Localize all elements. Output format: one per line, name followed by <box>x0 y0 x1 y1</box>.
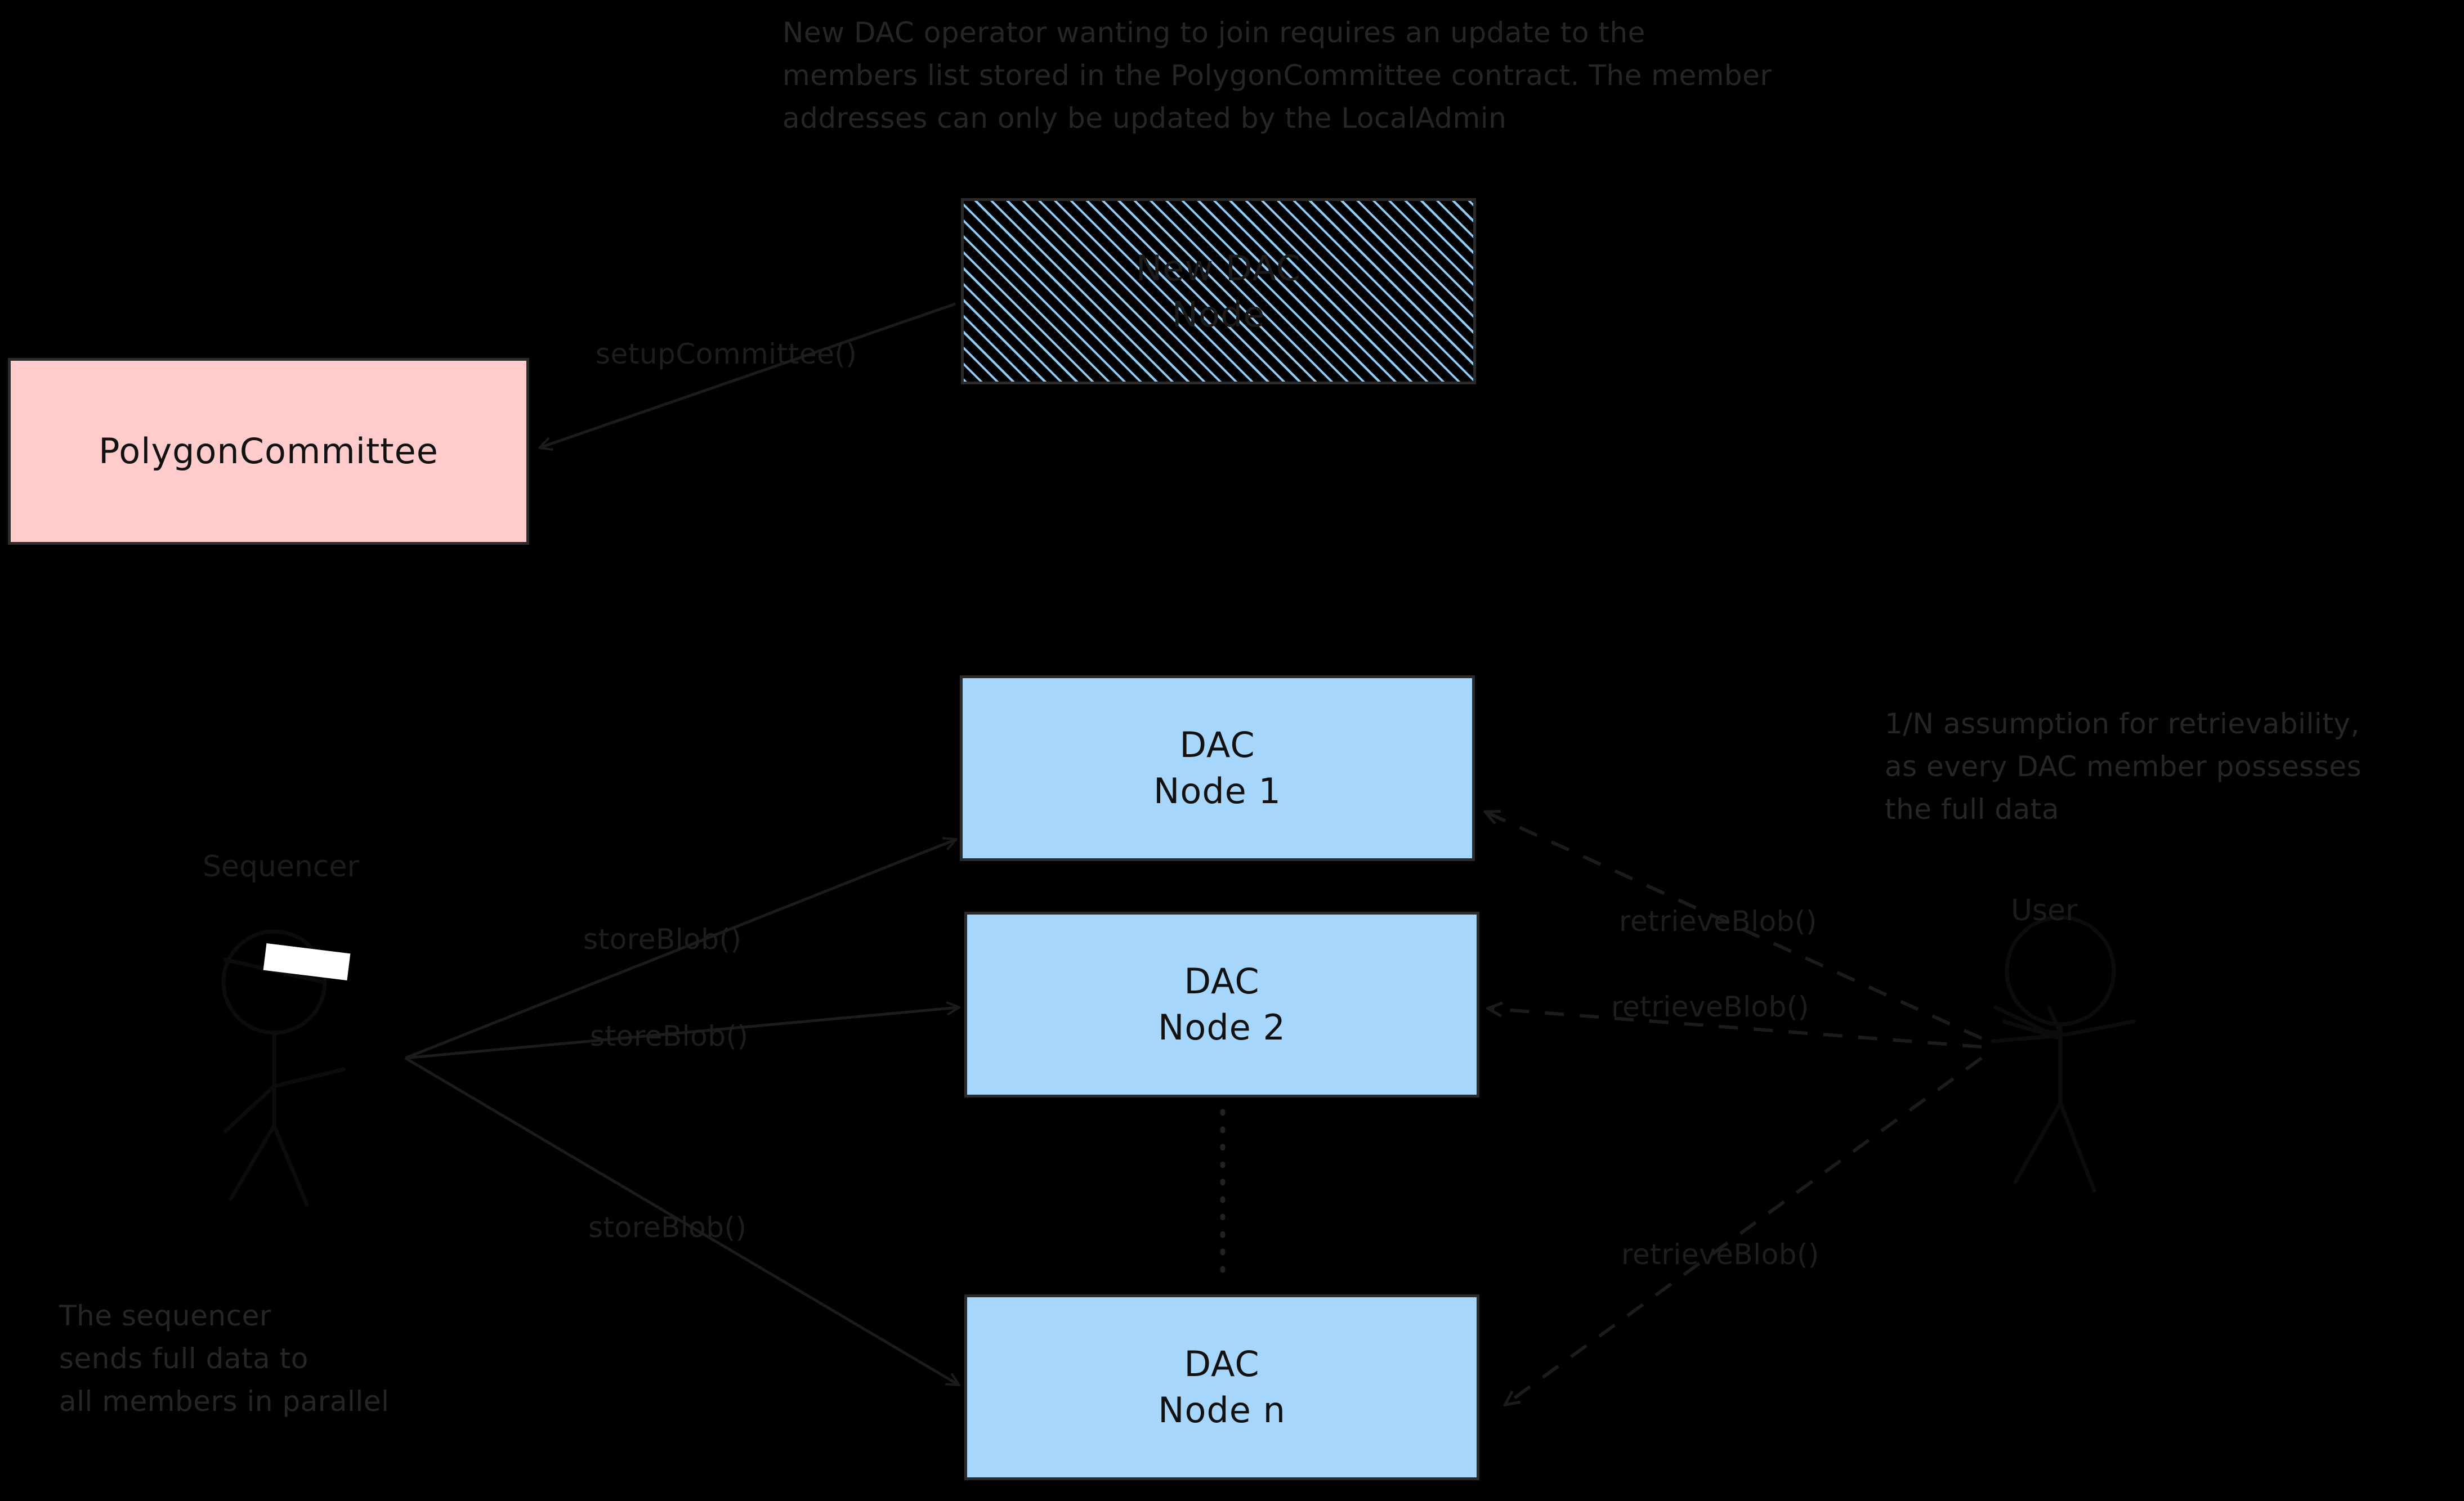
label-store-blob-n: storeBlob() <box>588 1211 747 1244</box>
edge-store-blob-2 <box>405 1007 958 1060</box>
node-dac-node-1[interactable]: DAC Node 1 <box>960 675 1475 861</box>
node-dac-node-2-line1: DAC <box>1184 961 1260 1002</box>
node-dac-node-2[interactable]: DAC Node 2 <box>964 912 1479 1097</box>
label-retrieve-blob-n: retrieveBlob() <box>1621 1238 1819 1271</box>
label-user: User <box>2011 894 2078 928</box>
user-figure <box>1991 915 2136 1193</box>
label-store-blob-2: storeBlob() <box>590 1020 749 1052</box>
edge-store-blob-n <box>404 1056 958 1384</box>
node-dac-node-n-line2: Node n <box>1158 1390 1286 1431</box>
edge-setup-committee <box>540 302 956 447</box>
node-dac-node-n[interactable]: DAC Node n <box>964 1294 1479 1480</box>
node-new-dac-node-line2: Node <box>1171 293 1265 335</box>
edge-retrieve-blob-1 <box>1486 812 1983 1040</box>
label-retrieve-blob-1: retrieveBlob() <box>1619 905 1817 938</box>
note-retrievability: 1/N assumption for retrievability, as ev… <box>1885 707 2362 826</box>
label-retrieve-blob-2: retrieveBlob() <box>1611 991 1809 1023</box>
node-dac-node-1-line1: DAC <box>1179 724 1255 766</box>
node-dac-node-n-line1: DAC <box>1184 1343 1260 1385</box>
edge-retrieve-blob-2 <box>1489 1009 1982 1049</box>
node-dac-node-2-line2: Node 2 <box>1158 1007 1286 1048</box>
note-new-operator: New DAC operator wanting to join require… <box>782 16 1772 135</box>
note-sequencer-parallel: The sequencer sends full data to all mem… <box>59 1300 390 1418</box>
node-polygon-committee-label: PolygonCommittee <box>99 431 439 472</box>
sequencer-figure <box>221 929 346 1207</box>
edge-store-blob-1 <box>405 840 955 1060</box>
node-new-dac-node[interactable]: New DAC Node <box>961 198 1476 384</box>
edge-retrieve-blob-n <box>1506 1056 1983 1404</box>
label-store-blob-1: storeBlob() <box>583 923 742 956</box>
node-new-dac-node-line1: New DAC <box>1135 247 1302 289</box>
node-polygon-committee[interactable]: PolygonCommittee <box>8 358 529 545</box>
label-sequencer: Sequencer <box>203 850 359 884</box>
label-setup-committee: setupCommittee() <box>596 338 857 370</box>
node-dac-node-1-line2: Node 1 <box>1153 770 1281 812</box>
